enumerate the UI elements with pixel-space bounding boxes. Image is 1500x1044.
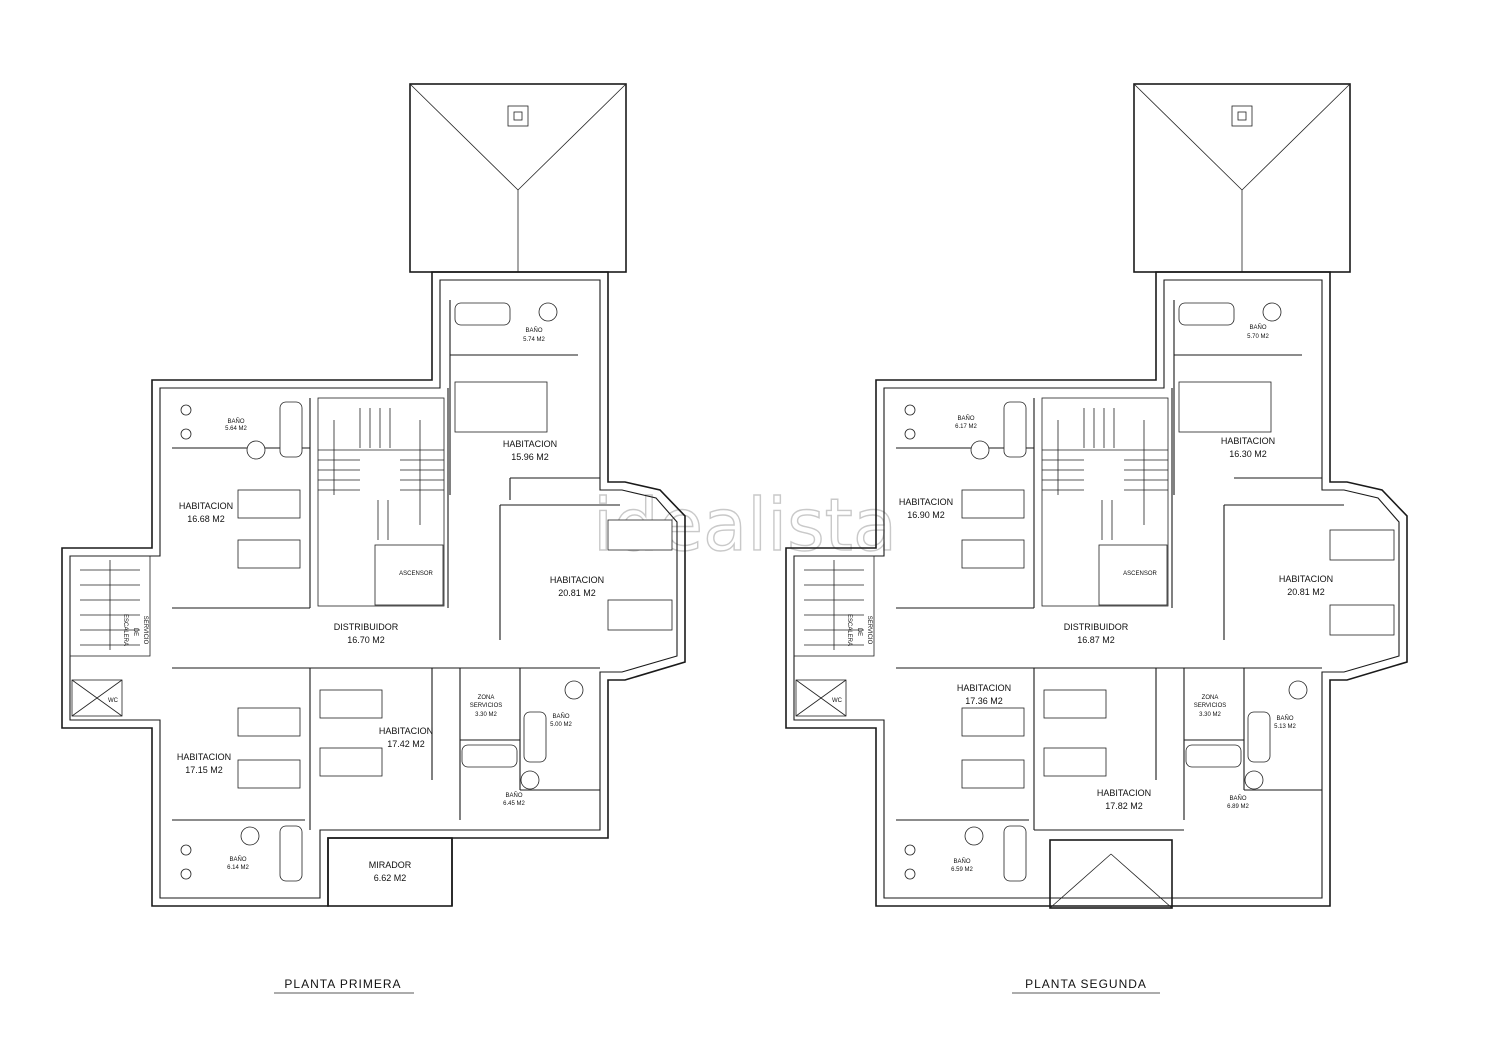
plan-title: PLANTA PRIMERA (284, 977, 401, 991)
room-name: ZONA (1202, 695, 1219, 701)
service-stair (793, 555, 875, 717)
stair-label: DE (856, 628, 862, 636)
room-area: 5.74 M2 (523, 337, 545, 343)
room-area: 16.70 M2 (347, 635, 385, 645)
plan-title: PLANTA SEGUNDA (1025, 977, 1147, 991)
room-area: 17.82 M2 (1105, 801, 1143, 811)
room-area: 16.87 M2 (1077, 635, 1115, 645)
room-area: 6.89 M2 (1227, 804, 1249, 810)
room-name: HABITACION (503, 439, 557, 449)
room-name: HABITACION (1221, 436, 1275, 446)
room-name: SERVICIOS (470, 703, 503, 709)
room-area: 16.30 M2 (1229, 449, 1267, 459)
room-name: SERVICIOS (1194, 703, 1227, 709)
room-name: BAÑO (525, 327, 542, 334)
beds (237, 381, 673, 789)
room-area: 17.42 M2 (387, 739, 425, 749)
service-stair (69, 555, 151, 717)
room-area: 6.59 M2 (951, 867, 973, 873)
room-name: DISTRIBUIDOR (1064, 622, 1129, 632)
room-area: 16.68 M2 (187, 514, 225, 524)
elevator-label: ASCENSOR (1123, 571, 1157, 577)
stair-label: DE (132, 628, 138, 636)
bath-fixtures (180, 302, 584, 882)
bottom-roof (1049, 839, 1173, 909)
room-area: 5.00 M2 (550, 722, 572, 728)
main-stair (317, 397, 445, 607)
exterior-walls (785, 271, 1408, 907)
wc-box (795, 679, 847, 717)
wc-label: WC (108, 698, 119, 704)
stair-label: SERVICIO (142, 616, 148, 645)
room-name: HABITACION (1097, 788, 1151, 798)
room-area: 6.17 M2 (955, 424, 977, 430)
plan-segunda: BAÑO 5.70 M2 BAÑO 6.17 M2 HABITACION 16.… (785, 83, 1408, 994)
room-area: 5.13 M2 (1274, 724, 1296, 730)
room-name: DISTRIBUIDOR (334, 622, 399, 632)
room-area: 17.36 M2 (965, 696, 1003, 706)
room-area: 6.45 M2 (503, 801, 525, 807)
room-name: BAÑO (957, 415, 974, 422)
room-area: 16.90 M2 (907, 510, 945, 520)
room-name: BAÑO (1276, 715, 1293, 722)
room-name: BAÑO (1249, 324, 1266, 331)
room-area: 5.64 M2 (225, 426, 247, 432)
room-area: 6.62 M2 (374, 873, 407, 883)
bath-fixtures (904, 302, 1308, 882)
room-area: 17.15 M2 (185, 765, 223, 775)
main-stair (1041, 397, 1169, 607)
room-name: BAÑO (953, 858, 970, 865)
wc-box (71, 679, 123, 717)
stair-label: ESCALERA (122, 614, 128, 646)
room-area: 5.70 M2 (1247, 334, 1269, 340)
room-name: HABITACION (957, 683, 1011, 693)
room-name: BAÑO (227, 418, 244, 425)
room-name: HABITACION (550, 575, 604, 585)
room-name: ZONA (478, 695, 495, 701)
elevator-label: ASCENSOR (399, 571, 433, 577)
room-name: MIRADOR (369, 860, 412, 870)
room-name: BAÑO (552, 713, 569, 720)
room-name: BAÑO (1229, 795, 1246, 802)
room-area: 15.96 M2 (511, 452, 549, 462)
stair-label: SERVICIO (866, 616, 872, 645)
chimney-icon (1231, 105, 1253, 127)
room-name: HABITACION (179, 501, 233, 511)
stair-label: ESCALERA (846, 614, 852, 646)
room-name: HABITACION (899, 497, 953, 507)
room-name: BAÑO (505, 792, 522, 799)
room-area: 6.14 M2 (227, 865, 249, 871)
room-name: HABITACION (177, 752, 231, 762)
beds (961, 381, 1395, 789)
wc-label: WC (832, 698, 843, 704)
room-name: BAÑO (229, 856, 246, 863)
room-area: 3.30 M2 (475, 712, 497, 718)
elevator-box (374, 544, 444, 606)
room-name: HABITACION (379, 726, 433, 736)
room-name: HABITACION (1279, 574, 1333, 584)
room-area: 20.81 M2 (558, 588, 596, 598)
mirador-box (327, 837, 453, 907)
elevator-box (1098, 544, 1168, 606)
room-area: 20.81 M2 (1287, 587, 1325, 597)
chimney-icon (507, 105, 529, 127)
room-area: 3.30 M2 (1199, 712, 1221, 718)
plan-primera: BAÑO 5.74 M2 BAÑO 5.64 M2 HABITACION 15.… (61, 83, 686, 994)
